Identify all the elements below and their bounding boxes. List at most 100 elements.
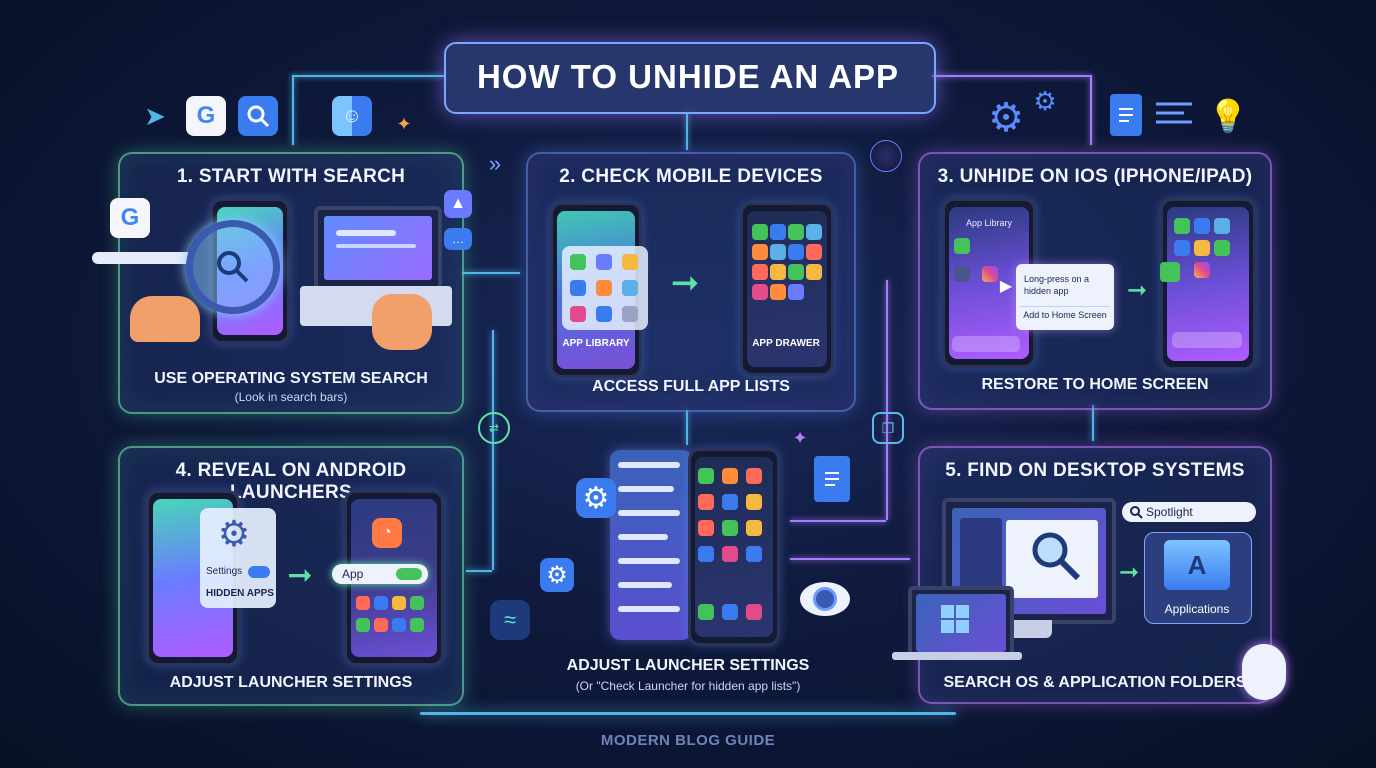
page-title: HOW TO UNHIDE AN APP xyxy=(476,58,900,95)
finder-icon: ☺ xyxy=(332,96,372,136)
settings-toggle[interactable] xyxy=(248,566,270,578)
app-tile xyxy=(954,266,970,282)
connector-title-left-h xyxy=(292,75,444,77)
settings-label: Settings xyxy=(206,566,243,577)
panel-unhide-on-ios: 3. UNHIDE ON IOS (IPHONE/IPAD) App Libra… xyxy=(918,152,1272,410)
laptop-screen xyxy=(314,206,442,290)
photos-app-icon: ▲ xyxy=(444,190,472,218)
connector-p1-p2 xyxy=(462,272,520,274)
google-icon: G xyxy=(110,198,150,238)
sparkle-icon: ✦ xyxy=(396,113,412,134)
footer-glow xyxy=(420,712,956,715)
android-grid xyxy=(356,596,426,640)
search-bar xyxy=(92,252,192,264)
magnifier-icon xyxy=(186,220,280,314)
settings-card xyxy=(200,508,276,608)
mouse-icon xyxy=(1242,644,1286,700)
popup-text-2: hidden app xyxy=(1024,286,1069,296)
panel-title: 1. START WITH SEARCH xyxy=(176,166,406,187)
chevrons-icon: » xyxy=(488,151,502,176)
app-icon: ◔ xyxy=(372,518,402,548)
center-subcaption: (Or "Check Launcher for hidden app lists… xyxy=(575,679,801,693)
panel-caption: USE OPERATING SYSTEM SEARCH xyxy=(154,370,428,387)
arrow-right-icon: ➞ xyxy=(670,264,700,302)
title-box xyxy=(444,42,936,114)
connector-center-p4-v xyxy=(492,330,494,570)
connector-title-left-v xyxy=(292,75,294,145)
dock-bar xyxy=(952,336,1020,352)
center-caption: ADJUST LAUNCHER SETTINGS xyxy=(566,657,810,674)
applications-label: Applications xyxy=(1164,602,1230,616)
gear-icon: ⚙ xyxy=(217,513,251,554)
connector-center-down xyxy=(686,410,688,445)
panel-subcaption: (Look in search bars) xyxy=(234,390,348,404)
chat-icon: … xyxy=(444,228,472,250)
document-icon xyxy=(814,456,850,502)
connector-title-down xyxy=(686,112,688,150)
windows-icon xyxy=(938,602,972,636)
panel-start-with-search: 1. START WITH SEARCH G USE OPERATING SYS… xyxy=(92,152,464,414)
document-icon xyxy=(1110,94,1142,136)
search-icon xyxy=(238,96,278,136)
app-library-card xyxy=(562,246,648,330)
laptop xyxy=(908,586,1014,660)
monitor-stand xyxy=(1002,620,1052,638)
cursor-icon: ▶ xyxy=(999,278,1013,295)
connector-title-right-v xyxy=(1090,75,1092,145)
arrow-right-icon: ➞ xyxy=(287,558,313,592)
share-icon: ⇄ xyxy=(478,412,510,444)
search-icon xyxy=(1128,504,1144,520)
hidden-apps-label: HIDDEN APPS xyxy=(206,588,274,599)
gear-icon: ⚙ xyxy=(988,96,1024,140)
panel-caption: SEARCH OS & APPLICATION FOLDERS xyxy=(943,674,1247,691)
home-grid xyxy=(1174,218,1244,278)
app-tile xyxy=(954,238,970,254)
copy-icon: ❐ xyxy=(872,412,904,444)
spotlight-label: Spotlight xyxy=(1146,505,1193,519)
orb-icon xyxy=(870,140,902,172)
magnifier-icon xyxy=(1028,528,1084,584)
panel-caption: ADJUST LAUNCHER SETTINGS xyxy=(169,674,413,691)
gear-small-icon: ⚙ xyxy=(1033,85,1057,116)
connector-title-right-h xyxy=(932,75,1090,77)
folder-icon: A xyxy=(1164,540,1230,590)
lightbulb-icon: 💡 xyxy=(1208,98,1248,134)
gear-small-icon: ⚙ xyxy=(540,558,574,592)
app-library-label: App Library xyxy=(966,218,1013,228)
panel-caption: ACCESS FULL APP LISTS xyxy=(592,378,790,395)
app-toggle-label: App xyxy=(342,567,364,581)
arrow-right-icon: ➞ xyxy=(1126,276,1148,304)
arrow-right-icon: ➞ xyxy=(1118,558,1140,586)
text-lines-icon xyxy=(1152,98,1196,132)
connector-center-p3-v xyxy=(886,280,888,520)
add-to-home-screen-button[interactable]: Add to Home Screen xyxy=(1020,306,1110,323)
messages-icon xyxy=(1160,262,1180,282)
typing-hand xyxy=(372,294,432,350)
panel-title: 2. CHECK MOBILE DEVICES xyxy=(559,166,823,187)
panel-reveal-on-android: 4. REVEAL ON ANDROID LAUNCHERS ⚙ Setting… xyxy=(118,446,464,706)
panel-check-mobile-devices: 2. CHECK MOBILE DEVICES APP LIBRARY ➞ AP… xyxy=(526,152,856,412)
wifi-icon: ≈ xyxy=(490,600,530,640)
panel-caption: RESTORE TO HOME SCREEN xyxy=(981,376,1209,393)
connector-center-p5 xyxy=(790,558,910,560)
connector-center-p3-h xyxy=(790,520,886,522)
hand-illustration xyxy=(130,296,200,342)
eye-icon xyxy=(800,582,850,616)
panel-title: 5. FIND ON DESKTOP SYSTEMS xyxy=(945,460,1245,481)
panel-find-on-desktop: 5. FIND ON DESKTOP SYSTEMS Spotlight ➞ A… xyxy=(892,446,1286,704)
gear-icon: ⚙ xyxy=(576,478,616,518)
app-drawer-grid xyxy=(752,224,822,310)
launcher-grid xyxy=(698,468,766,620)
launcher-list-panel xyxy=(610,450,692,640)
popup-text-1: Long-press on a xyxy=(1024,274,1090,284)
connector-center-p4-h xyxy=(466,570,492,572)
app-library-label: APP LIBRARY xyxy=(562,338,630,349)
instagram-icon xyxy=(982,266,998,282)
app-drawer-label: APP DRAWER xyxy=(752,338,820,349)
app-toggle-switch[interactable] xyxy=(396,568,422,580)
panel-title: 3. UNHIDE ON IOS (IPHONE/IPAD) xyxy=(937,166,1253,187)
spotlight-bar[interactable] xyxy=(1122,502,1256,522)
footer-text: MODERN BLOG GUIDE xyxy=(600,732,776,749)
sparkle-icon: ✦ xyxy=(792,427,808,448)
arrow-right-icon: ➤ xyxy=(144,100,166,131)
